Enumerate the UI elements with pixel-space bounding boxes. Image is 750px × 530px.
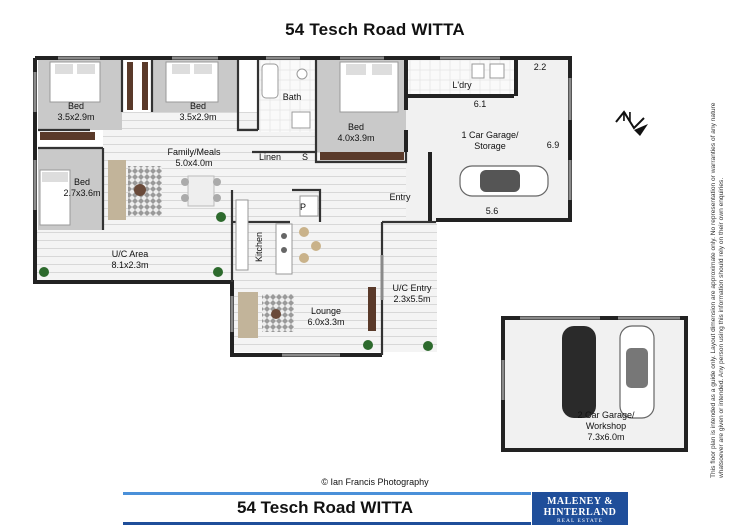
bath-name: Bath <box>283 92 302 102</box>
garage1-dim-6-9: 6.9 <box>547 140 560 150</box>
store-label: S <box>302 152 308 162</box>
bed1-name: Bed <box>68 101 84 111</box>
family-name: Family/Meals <box>167 147 221 157</box>
bed2-size: 3.5x2.9m <box>179 112 216 122</box>
uc-area-floor <box>35 230 232 282</box>
garage1-dim-6-1: 6.1 <box>474 99 487 109</box>
bed3-size: 4.0x3.9m <box>337 133 374 143</box>
garage1-dim-2-2: 2.2 <box>534 62 547 72</box>
agency-logo: MALENEY & HINTERLAND REAL ESTATE <box>532 492 628 525</box>
garage1-name2: Storage <box>474 141 506 151</box>
page-title: 54 Tesch Road WITTA <box>285 20 465 39</box>
uc-entry-name: U/C Entry <box>392 283 432 293</box>
bath-fixtures <box>261 63 311 129</box>
uc-entry-floor <box>382 222 437 352</box>
bed4-name: Bed <box>74 177 90 187</box>
laundry-fixtures <box>471 63 505 79</box>
lounge-size: 6.0x3.3m <box>307 317 344 327</box>
north-arrow <box>615 110 648 136</box>
agency-line1: MALENEY & <box>546 496 614 507</box>
linen-label: Linen <box>259 152 281 162</box>
bed3-name: Bed <box>348 122 364 132</box>
north-label: N <box>622 109 631 124</box>
footer-rule-top <box>123 492 531 495</box>
bed3-furniture <box>339 61 399 113</box>
garage1-dim-5-6: 5.6 <box>486 206 499 216</box>
uc-entry-size: 2.3x5.5m <box>393 294 430 304</box>
family-furniture <box>108 160 226 222</box>
garage2-name2: Workshop <box>586 421 626 431</box>
bed4-furniture <box>39 169 71 226</box>
uc-area-size: 8.1x2.3m <box>111 260 148 270</box>
bed1-furniture <box>49 61 101 103</box>
car-garage2-light <box>619 325 655 419</box>
windows <box>33 56 572 357</box>
garage1-name1: 1 Car Garage/ <box>461 130 519 140</box>
footer-rule-bottom <box>123 522 531 525</box>
agency-line2: HINTERLAND <box>543 507 617 518</box>
kitchen-fixtures <box>235 195 321 275</box>
disclaimer-text: This floor plan is intended as a guide o… <box>710 102 726 478</box>
bed2-furniture <box>165 61 219 103</box>
car-garage1 <box>459 165 549 197</box>
garage2-name1: 2 Car Garage/ <box>577 410 635 420</box>
garage2-size: 7.3x6.0m <box>587 432 624 442</box>
lounge-name: Lounge <box>311 306 341 316</box>
photo-credit: © Ian Francis Photography <box>321 477 429 487</box>
footer-title: 54 Tesch Road WITTA <box>236 498 413 517</box>
laundry-name: L'dry <box>452 80 472 90</box>
bed1-size: 3.5x2.9m <box>57 112 94 122</box>
entry-label: Entry <box>389 192 411 202</box>
car-garage2-dark <box>562 326 596 418</box>
pantry-label: P <box>300 202 306 212</box>
agency-line3: REAL ESTATE <box>557 518 603 524</box>
bed4-size: 2.7x3.6m <box>63 188 100 198</box>
lounge-furniture <box>238 292 433 351</box>
bed2-name: Bed <box>190 101 206 111</box>
uc-area-name: U/C Area <box>112 249 149 259</box>
kitchen-label: Kitchen <box>254 232 264 262</box>
family-size: 5.0x4.0m <box>175 158 212 168</box>
